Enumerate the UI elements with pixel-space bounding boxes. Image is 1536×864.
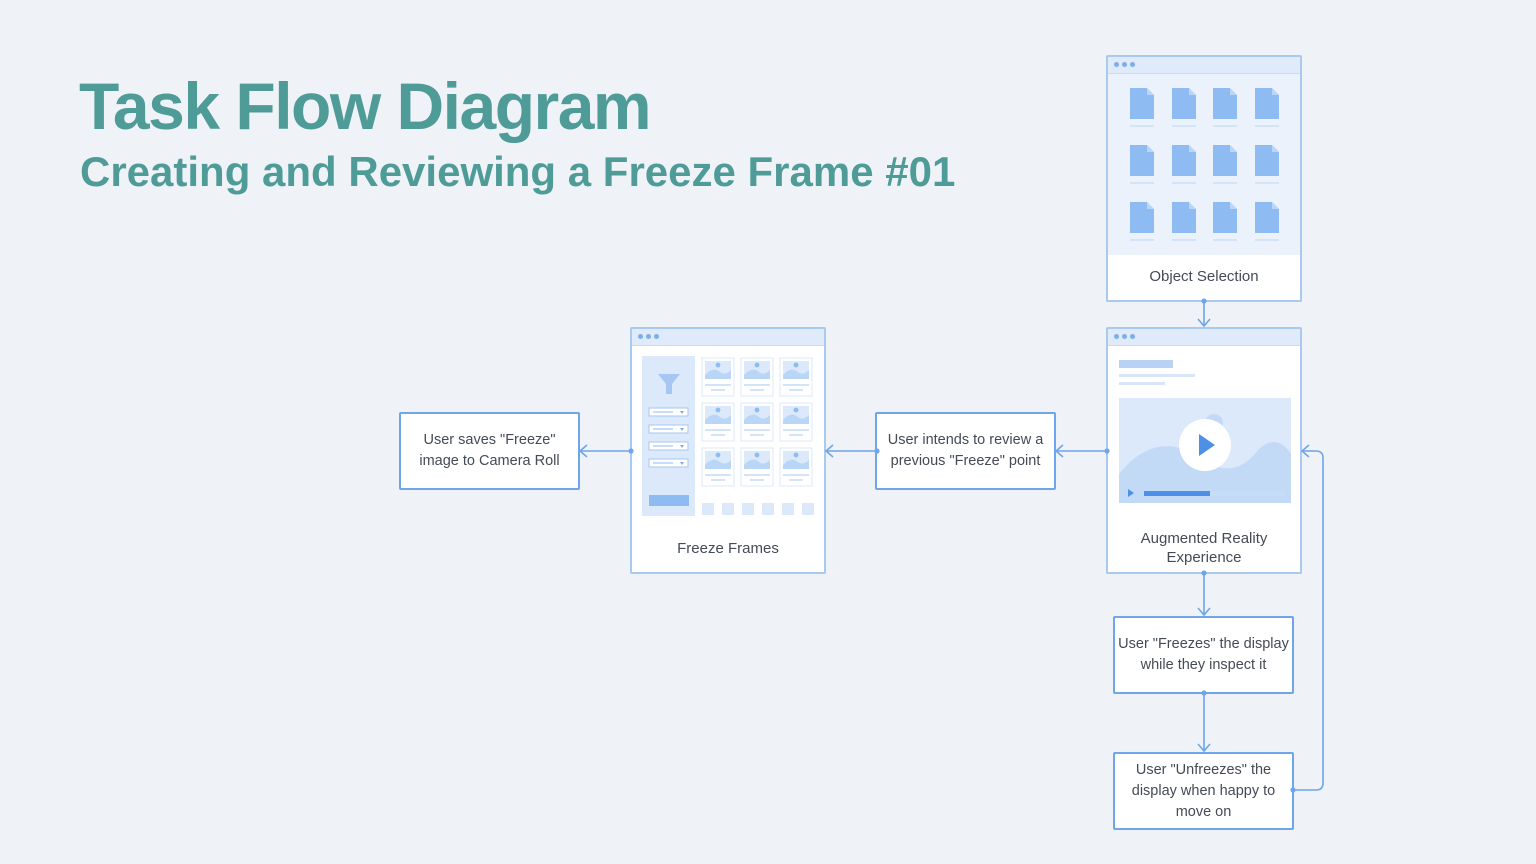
image-thumbnail-icon: [701, 357, 735, 397]
object-selection-screen: Object Selection: [1106, 55, 1302, 302]
ar-experience-screen: Augmented Reality Experience: [1106, 327, 1302, 574]
object-grid: [1108, 74, 1300, 255]
connector-unfreeze-to-ar: [1293, 450, 1324, 791]
diagram-subtitle: Creating and Reviewing a Freeze Frame #0…: [80, 148, 956, 195]
file-icon: [1130, 202, 1154, 241]
dropdown-icon: [648, 458, 689, 468]
ar-content: [1108, 346, 1300, 527]
freeze-frames-caption: Freeze Frames: [677, 540, 779, 557]
file-icon: [1213, 88, 1237, 127]
window-dots-icon: [1114, 334, 1138, 352]
image-thumbnail-icon: [701, 402, 735, 442]
file-icon: [1172, 202, 1196, 241]
file-icon: [1255, 145, 1279, 184]
image-thumbnail-icon: [740, 447, 774, 487]
file-icon: [1172, 88, 1196, 127]
image-thumbnail-icon: [779, 357, 813, 397]
dropdown-icon: [648, 407, 689, 417]
diagram-title: Task Flow Diagram: [79, 69, 652, 143]
step-freeze-display: User "Freezes" the display while they in…: [1113, 616, 1294, 694]
file-icon: [1172, 145, 1196, 184]
file-icon: [1130, 88, 1154, 127]
file-icon: [1213, 202, 1237, 241]
image-thumbnail-icon: [701, 447, 735, 487]
freeze-frames-content: [632, 346, 824, 527]
file-icon: [1255, 88, 1279, 127]
window-titlebar: [1108, 329, 1300, 346]
arrowhead-icon: [1197, 607, 1211, 617]
file-icon: [1130, 145, 1154, 184]
image-thumbnail-icon: [779, 447, 813, 487]
image-thumbnail-icon: [779, 402, 813, 442]
image-thumbnail-icon: [740, 402, 774, 442]
freeze-frames-svg: [642, 356, 814, 516]
window-dots-icon: [638, 334, 662, 352]
image-thumbnail-icon: [740, 357, 774, 397]
window-dots-icon: [1114, 62, 1138, 80]
dropdown-icon: [648, 424, 689, 434]
window-titlebar: [1108, 57, 1300, 74]
step-review-previous-freeze: User intends to review a previous "Freez…: [875, 412, 1056, 490]
window-titlebar: [632, 329, 824, 346]
arrowhead-icon: [1197, 743, 1211, 753]
freeze-frames-screen: Freeze Frames: [630, 327, 826, 574]
arrowhead-icon: [1054, 444, 1064, 458]
ar-experience-caption: Augmented Reality Experience: [1140, 530, 1268, 566]
file-grid-svg: [1130, 88, 1279, 241]
file-icon: [1255, 202, 1279, 241]
play-icon: [1179, 419, 1231, 471]
arrowhead-icon: [1300, 444, 1310, 458]
arrowhead-icon: [578, 444, 588, 458]
arrowhead-icon: [1197, 318, 1211, 328]
dropdown-icon: [648, 441, 689, 451]
object-selection-caption: Object Selection: [1149, 268, 1259, 285]
step-unfreeze-display: User "Unfreezes" the display when happy …: [1113, 752, 1294, 830]
ar-content-svg: [1119, 360, 1291, 503]
filter-icon: [658, 374, 680, 394]
arrowhead-icon: [824, 444, 834, 458]
file-icon: [1213, 145, 1237, 184]
